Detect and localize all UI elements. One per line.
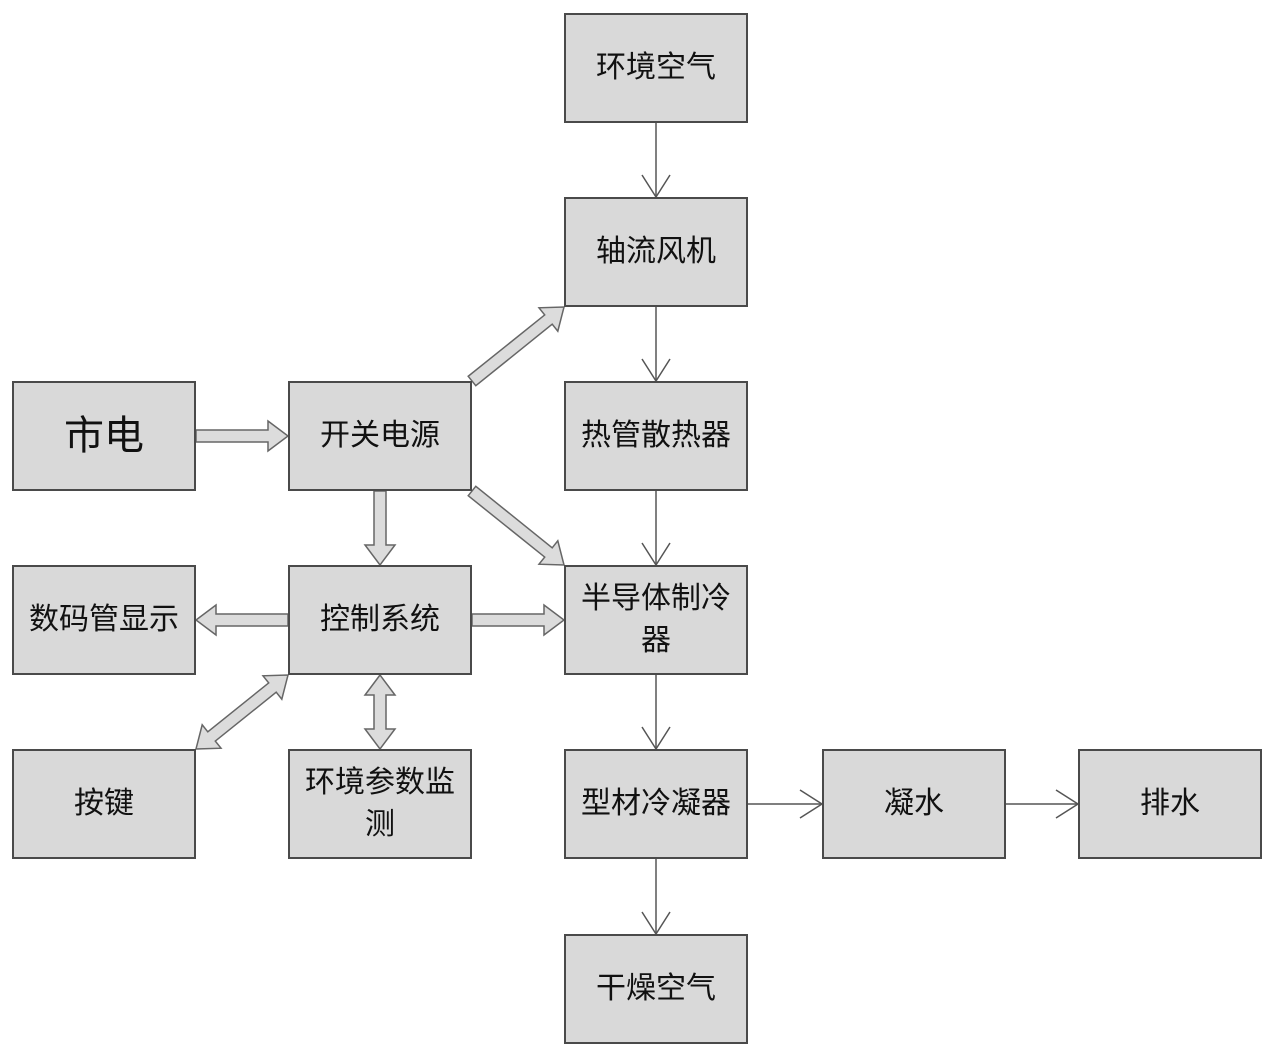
node-dry-air: 干燥空气 (564, 934, 748, 1044)
node-profile-condenser: 型材冷凝器 (564, 749, 748, 859)
node-keys: 按键 (12, 749, 196, 859)
arrow-control-to-display (194, 603, 289, 637)
node-drainage: 排水 (1078, 749, 1262, 859)
node-ambient-air: 环境空气 (564, 13, 748, 123)
node-semiconductor-cooler: 半导体制冷器 (564, 565, 748, 675)
arrow-radiator-to-cooler (641, 491, 671, 567)
arrow-power-to-fan (467, 306, 565, 387)
arrow-control-to-cooler (471, 603, 566, 637)
node-condensate: 凝水 (822, 749, 1006, 859)
arrow-fan-to-radiator (641, 307, 671, 383)
arrow-condensate-to-drainage (1006, 789, 1080, 819)
arrow-ambient-to-fan (641, 123, 671, 199)
arrow-power-to-cooler (467, 485, 565, 566)
arrow-condenser-to-dryair (641, 859, 671, 936)
node-axial-fan: 轴流风机 (564, 197, 748, 307)
node-heat-pipe-radiator: 热管散热器 (564, 381, 748, 491)
node-switching-power: 开关电源 (288, 381, 472, 491)
arrow-control-monitoring (363, 673, 397, 751)
arrow-condenser-to-condensate (748, 789, 824, 819)
node-digital-display: 数码管显示 (12, 565, 196, 675)
node-mains: 市电 (12, 381, 196, 491)
arrow-keys-control (195, 674, 289, 750)
node-env-monitoring: 环境参数监测 (288, 749, 472, 859)
node-control-system: 控制系统 (288, 565, 472, 675)
arrow-power-to-control (363, 490, 397, 567)
arrow-cooler-to-condenser (641, 675, 671, 751)
arrow-mains-to-power (195, 419, 290, 453)
